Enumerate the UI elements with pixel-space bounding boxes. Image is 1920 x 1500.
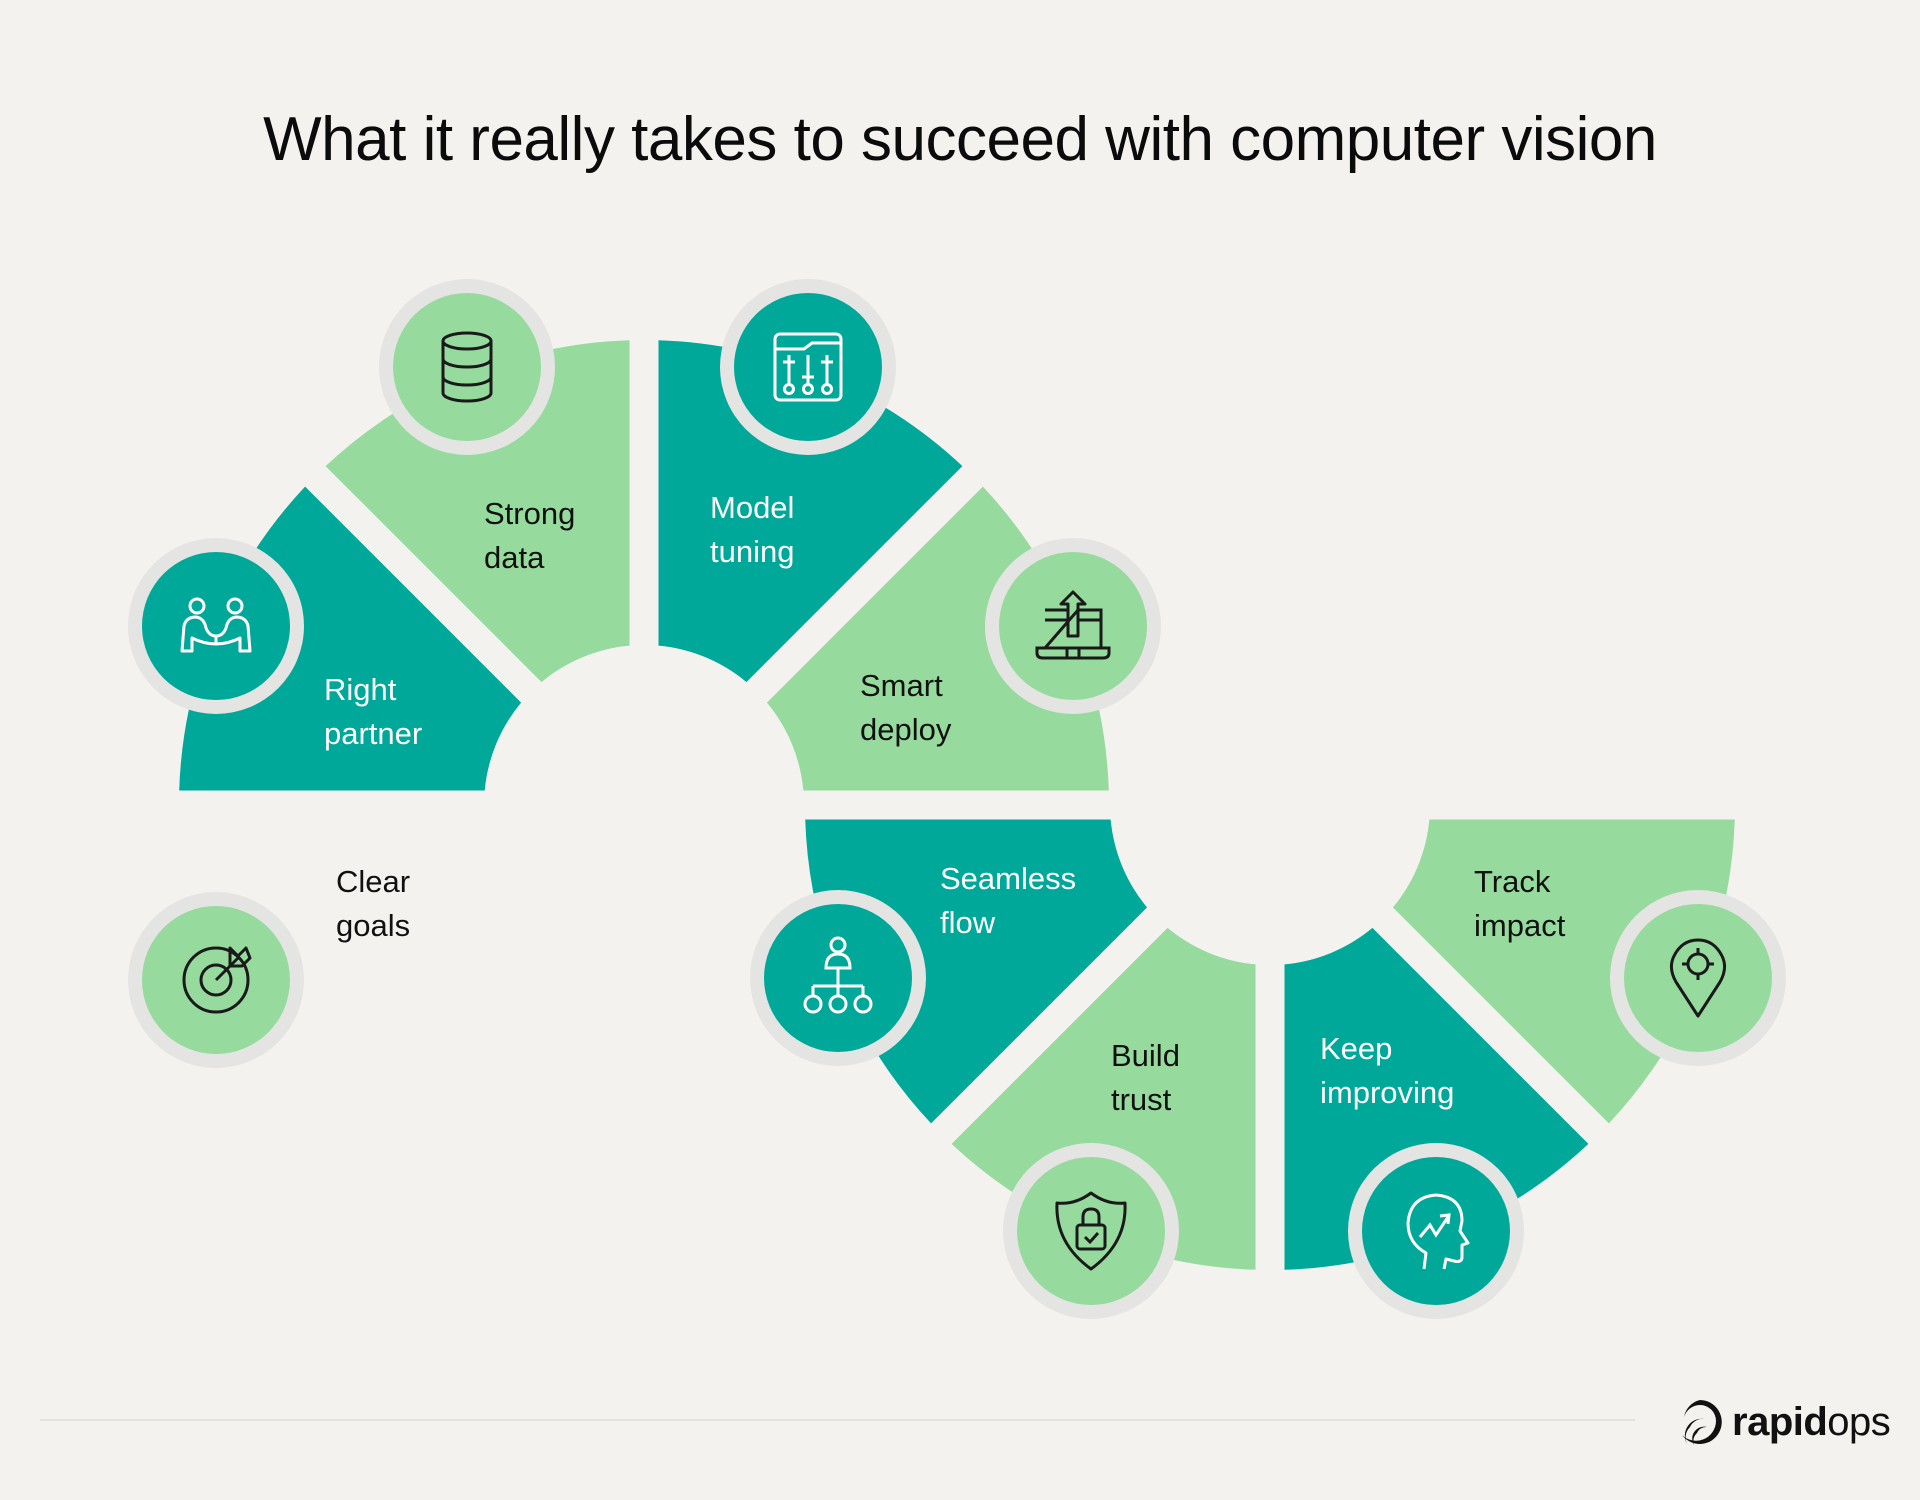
badge-fill [1017, 1157, 1165, 1305]
label-line-2: deploy [860, 712, 952, 747]
badge-clear-goals [128, 892, 304, 1068]
sliders-icon [773, 332, 843, 402]
badge-track-impact [1610, 890, 1786, 1066]
label-line-1: Model [710, 490, 795, 525]
logo-text-regular: ops [1827, 1399, 1891, 1444]
label-smart-deploy: Smart deploy [860, 664, 951, 752]
shield-lock-icon [1055, 1191, 1127, 1271]
head-growth-icon [1406, 1193, 1470, 1270]
label-line-1: Keep [1320, 1031, 1393, 1066]
label-line-2: trust [1111, 1082, 1172, 1117]
badge-fill [1362, 1157, 1510, 1305]
badge-model-tuning [720, 279, 896, 455]
segment-keep-improving [1284, 927, 1589, 1270]
label-clear-goals: Clear goals [336, 860, 410, 948]
badge-fill [142, 552, 290, 700]
label-line-2: goals [336, 908, 411, 943]
label-line-2: improving [1320, 1075, 1455, 1110]
logo-text-bold: rapid [1732, 1399, 1828, 1444]
target-icon [182, 946, 252, 1014]
label-line-1: Clear [336, 864, 411, 899]
laptop-upload-icon [1035, 590, 1111, 660]
badge-right-partner [128, 538, 304, 714]
label-keep-improving: Keep improving [1320, 1027, 1454, 1115]
label-line-2: tuning [710, 534, 795, 569]
label-line-2: impact [1474, 908, 1566, 943]
label-model-tuning: Model tuning [710, 486, 794, 574]
label-line-1: Smart [860, 668, 943, 703]
label-line-2: data [484, 540, 545, 575]
badge-fill [999, 552, 1147, 700]
page-title: What it really takes to succeed with com… [263, 105, 1657, 174]
label-line-1: Track [1474, 864, 1551, 899]
badge-strong-data [379, 279, 555, 455]
rapidops-swirl-icon [1682, 1400, 1722, 1445]
label-line-2: partner [324, 716, 423, 751]
label-line-1: Seamless [940, 861, 1077, 896]
label-seamless-flow: Seamless flow [940, 857, 1076, 945]
badge-keep-improving [1348, 1143, 1524, 1319]
label-line-2: flow [940, 905, 996, 940]
segment-model-tuning [658, 340, 963, 683]
badge-smart-deploy [985, 538, 1161, 714]
database-icon [441, 331, 493, 403]
footer-divider [40, 1419, 1635, 1421]
badge-build-trust [1003, 1143, 1179, 1319]
handshake-icon [180, 597, 252, 653]
label-line-1: Strong [484, 496, 576, 531]
badge-seamless-flow [750, 890, 926, 1066]
label-build-trust: Build trust [1111, 1034, 1180, 1122]
org-chart-icon [803, 936, 873, 1014]
label-right-partner: Right partner [324, 668, 422, 756]
label-line-1: Right [324, 672, 397, 707]
location-pin-icon [1669, 938, 1727, 1018]
label-strong-data: Strong data [484, 492, 575, 580]
rapidops-logo: rapidops [1676, 1394, 1891, 1450]
label-track-impact: Track impact [1474, 860, 1565, 948]
label-line-1: Build [1111, 1038, 1180, 1073]
